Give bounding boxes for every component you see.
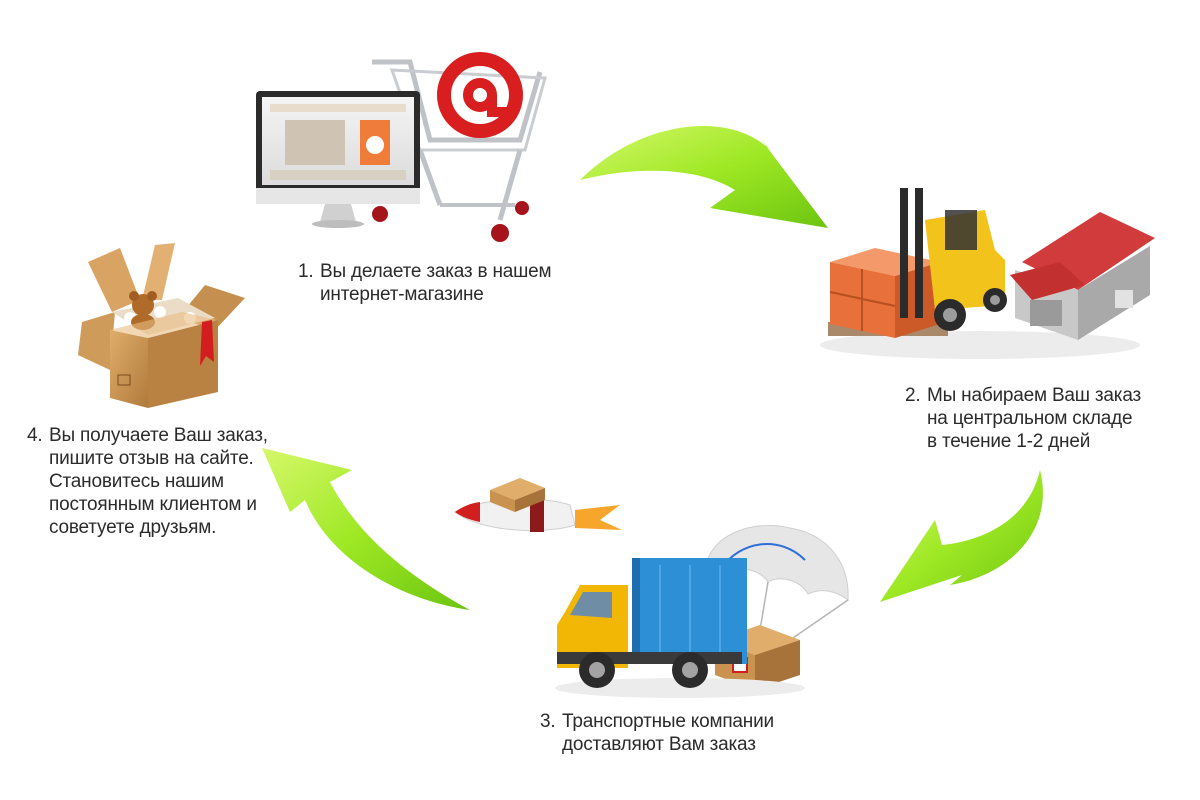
delivery-truck-icon: [454, 478, 849, 698]
step-2-label: 2. Мы набираем Ваш заказ на центральном с…: [905, 384, 1141, 453]
step-1-number: 1.: [298, 261, 314, 282]
truck: [555, 558, 805, 698]
step-1-label: 1. Вы делаете заказ в нашем интернет-мага…: [298, 260, 552, 306]
step-3-line-2: доставляют Вам заказ: [562, 734, 756, 755]
warehouse-forklift-icon: [820, 188, 1155, 359]
step-2-line-3: в течение 1-2 дней: [927, 431, 1091, 452]
step-4-number: 4.: [27, 425, 43, 446]
step-4-line-3: Становитесь нашим: [49, 471, 224, 492]
step-2-line-1: Мы набираем Ваш заказ: [927, 385, 1141, 406]
monitor-icon: [256, 91, 420, 228]
step-4-line-5: советуете друзьям.: [49, 517, 217, 538]
step-4-label: 4. Вы получаете Ваш заказ, пишите отзыв н…: [27, 424, 268, 539]
step-3-label: 3. Транспортные компании доставляют Вам з…: [540, 710, 774, 756]
arrow-step1-to-step2: [580, 126, 828, 228]
arrow-step2-to-step3: [880, 470, 1043, 602]
step-1-line-1: Вы делаете заказ в нашем: [320, 261, 552, 282]
step-4-line-2: пишите отзыв на сайте.: [49, 448, 254, 469]
step-3-line-1: Транспортные компании: [562, 711, 774, 732]
pallet-boxes: [829, 248, 940, 338]
rocket-icon: [454, 478, 622, 532]
step-1-line-2: интернет-магазине: [320, 284, 484, 305]
at-sign-icon: [437, 52, 523, 138]
step-4-line-4: постоянным клиентом и: [49, 494, 257, 515]
step-2-line-2: на центральном складе: [927, 408, 1133, 429]
forklift: [900, 188, 1007, 331]
step-4-line-1: Вы получаете Ваш заказ,: [49, 425, 268, 446]
warehouse-building: [1010, 212, 1155, 340]
shopping-cart-icon: [372, 59, 547, 242]
arrow-step3-to-step4: [262, 448, 470, 610]
computer-shopping-cart-icon: [256, 52, 547, 242]
step-2-number: 2.: [905, 385, 921, 406]
step-3-number: 3.: [540, 711, 556, 732]
open-box-teddy-bear-icon: [78, 243, 245, 408]
